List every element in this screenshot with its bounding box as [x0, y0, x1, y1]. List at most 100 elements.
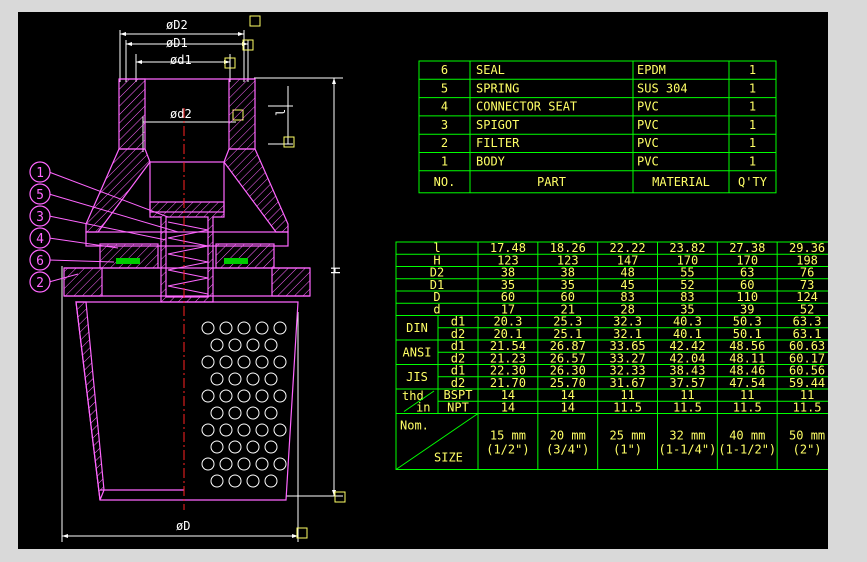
dim-row-label: d — [433, 302, 440, 316]
dim-cell: 35 — [680, 302, 694, 316]
nom-label: Nom. — [400, 419, 429, 433]
filter-hole — [246, 474, 260, 488]
parts-row-name: BODY — [476, 155, 506, 169]
parts-header-part: PART — [537, 175, 566, 189]
cad-viewport[interactable]: øD2 øD1 ød1 ød2 øD l H — [18, 12, 838, 549]
filter-hole — [273, 355, 287, 369]
dim-cell: 40.1 — [673, 327, 702, 341]
parts-row-name: CONNECTOR SEAT — [476, 100, 577, 114]
dim-sub-label: d2 — [451, 376, 465, 390]
dim-cell: 42.04 — [669, 351, 705, 365]
parts-row-name: SPIGOT — [476, 118, 519, 132]
dim-cell: 123 — [497, 253, 519, 267]
dim-label-D2: øD2 — [166, 18, 188, 32]
dim-cell: 63.1 — [793, 327, 822, 341]
filter-hole — [201, 321, 215, 335]
filter-hole — [264, 406, 278, 420]
filter-hole — [228, 372, 242, 386]
parts-row-qty: 1 — [749, 100, 756, 114]
filter-hole — [273, 457, 287, 471]
parts-row-no: 4 — [441, 100, 448, 114]
dim-cell: 42.42 — [669, 339, 705, 353]
nominal-size-inch: (1-1/4") — [659, 443, 717, 457]
seal-right — [224, 258, 248, 264]
parts-row-name: FILTER — [476, 136, 520, 150]
parts-row-no: 5 — [441, 81, 448, 95]
nominal-size-inch: (1-1/2") — [718, 443, 776, 457]
balloon-leader — [48, 273, 79, 283]
dim-cell: 170 — [677, 253, 699, 267]
balloon-circle — [29, 183, 51, 205]
filter-hole — [246, 338, 260, 352]
parts-row-qty: 1 — [749, 136, 756, 150]
parts-row-material: PVC — [637, 100, 659, 114]
parts-header-qty: Q'TY — [738, 175, 768, 189]
balloon-number: 5 — [36, 188, 44, 203]
dim-cell: 47.54 — [729, 376, 765, 390]
filter-hole — [255, 355, 269, 369]
filter-hole — [273, 321, 287, 335]
parts-row-qty: 1 — [749, 155, 756, 169]
dim-cell: 11 — [740, 388, 754, 402]
filter-hole — [237, 321, 251, 335]
filter-hole — [264, 474, 278, 488]
dim-label-D: øD — [176, 519, 190, 533]
nominal-size-mm: 20 mm — [550, 429, 586, 443]
dim-row-label: D2 — [430, 266, 444, 280]
dim-label-H: H — [329, 267, 343, 274]
dim-cell: 63.3 — [793, 315, 822, 329]
dim-cell: 21.23 — [490, 351, 526, 365]
dim-cell: 17 — [501, 302, 515, 316]
dim-cell: 170 — [736, 253, 758, 267]
dim-label-l: l — [274, 109, 288, 116]
parts-row-name: SPRING — [476, 81, 519, 95]
balloon-number: 3 — [36, 210, 44, 225]
balloon-circle — [29, 271, 51, 293]
filter-hole — [255, 321, 269, 335]
dim-cell: 21.54 — [490, 339, 526, 353]
dim-sub-label: d1 — [451, 339, 465, 353]
parts-header-material: MATERIAL — [652, 175, 710, 189]
filter-hole — [273, 423, 287, 437]
parts-row-name: SEAL — [476, 63, 505, 77]
dim-cell: 60 — [740, 278, 754, 292]
dim-cell: 23.82 — [669, 241, 705, 255]
filter-hole — [246, 372, 260, 386]
balloon-circle — [29, 161, 51, 183]
dim-cell: 60 — [561, 290, 575, 304]
parts-row-material: PVC — [637, 118, 659, 132]
filter-hole — [264, 338, 278, 352]
filter-hole — [237, 389, 251, 403]
dim-cell: 48.11 — [729, 351, 765, 365]
dim-sub-label: d2 — [451, 327, 465, 341]
dim-cell: 32.33 — [610, 364, 646, 378]
parts-row-qty: 1 — [749, 81, 756, 95]
dim-group-label: DIN — [406, 321, 428, 335]
nominal-size-mm: 50 mm — [789, 429, 825, 443]
thd-label-bottom: in — [416, 400, 430, 414]
dim-cell: 45 — [620, 278, 634, 292]
dim-cell: 38 — [561, 266, 575, 280]
dim-group-label: ANSI — [403, 345, 432, 359]
balloon-number: 1 — [36, 166, 44, 181]
filter-holes — [201, 321, 287, 488]
seal-left — [116, 258, 140, 264]
valve-body-outline — [63, 78, 311, 501]
filter-hole — [237, 457, 251, 471]
dim-cell: 35 — [501, 278, 515, 292]
filter-hole — [246, 406, 260, 420]
parts-header-no: NO. — [434, 175, 456, 189]
dim-cell: 38.43 — [669, 364, 705, 378]
dim-cell: 11.5 — [673, 400, 702, 414]
dim-cell: 25.70 — [550, 376, 586, 390]
dim-cell: 60.56 — [789, 364, 825, 378]
dim-cell: 22.22 — [610, 241, 646, 255]
filter-hole — [246, 440, 260, 454]
dim-group-label: JIS — [406, 370, 428, 384]
nominal-size-inch: (1") — [613, 443, 642, 457]
dim-label-D1: øD1 — [166, 36, 188, 50]
dim-cell: 17.48 — [490, 241, 526, 255]
dim-label-d1: ød1 — [170, 53, 192, 67]
